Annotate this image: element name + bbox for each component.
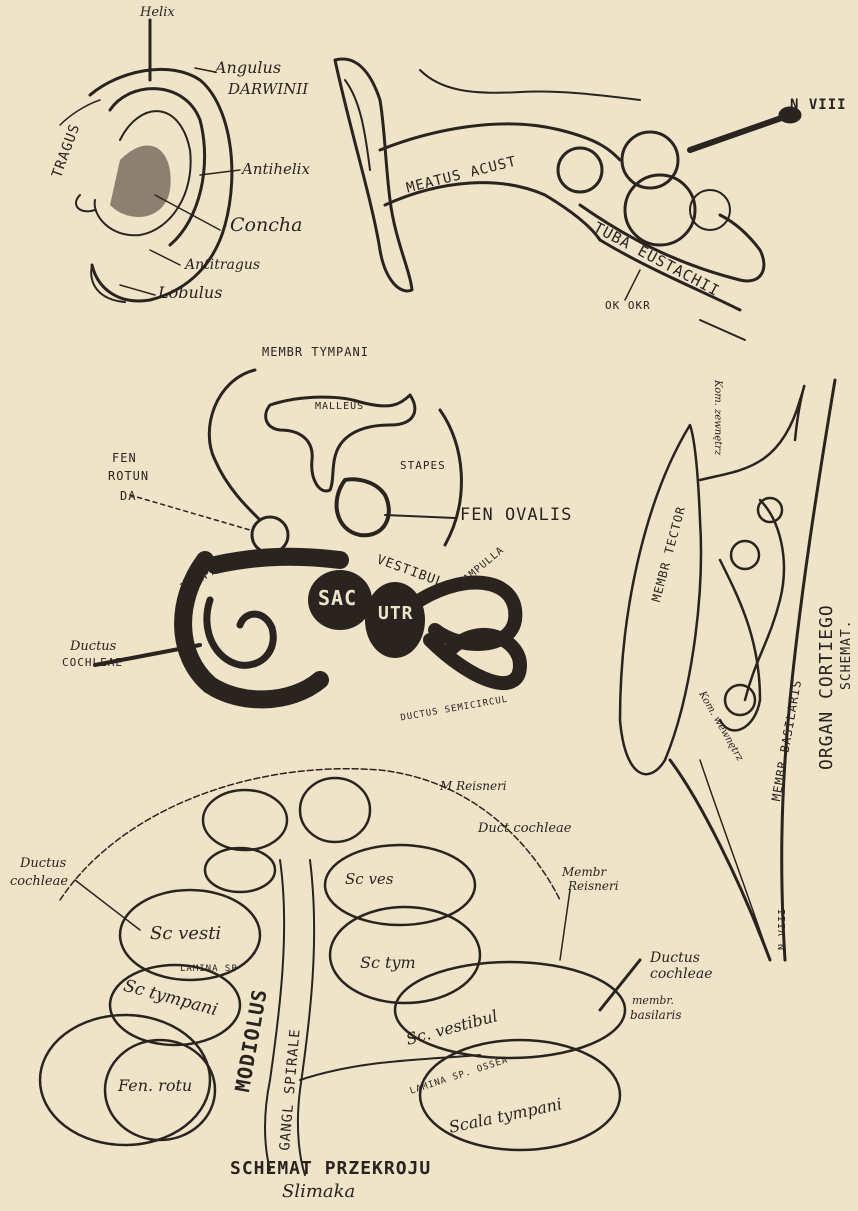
label-concha: Concha — [230, 216, 302, 236]
label-cochleae-left: cochleae — [10, 875, 68, 889]
label-helix: Helix — [140, 6, 175, 20]
label-membr-basilaris-1: membr. — [632, 995, 674, 1007]
label-ok-okr: OK OKR — [605, 300, 651, 312]
label-membr-tympani: MEMBR TYMPANI — [262, 346, 369, 359]
label-membr-reisneri-2: Reisneri — [568, 880, 619, 893]
label-rotun: ROTUN — [108, 470, 149, 483]
label-fen: FEN — [112, 452, 137, 465]
label-darwinii: DARWINII — [228, 82, 308, 98]
label-kom-zewn: Kom. zewnętrz — [712, 380, 723, 455]
label-nerve-viii: N VIII — [790, 98, 847, 113]
label-antihelix: Antihelix — [242, 162, 310, 178]
label-fen-rotu: Fen. rotu — [118, 1078, 192, 1095]
organ-corti-drawing — [620, 380, 835, 960]
label-fen-ovalis: FEN OVALIS — [460, 507, 572, 525]
label-sc-tym-mid: Sc tym — [360, 955, 416, 972]
inner-ear-drawing — [95, 370, 520, 699]
label-da: DA — [120, 490, 136, 503]
label-lobulus: Lobulus — [158, 285, 222, 302]
label-m-reisneri: M Reisneri — [440, 780, 507, 793]
label-malleus: MALLEUS — [315, 402, 364, 413]
label-angulus: Angulus — [215, 60, 281, 77]
label-sc-vesti-left: Sc vesti — [150, 925, 221, 944]
label-stapes: STAPES — [400, 460, 446, 472]
label-duct-cochleae-top: Duct cochleae — [478, 822, 572, 836]
label-ductus-1: Ductus — [70, 640, 116, 654]
label-organ-cortiego: ORGAN CORTIEGO — [818, 604, 837, 770]
caption-line2: Slimaka — [282, 1183, 355, 1202]
label-sc-ves-mid: Sc ves — [345, 872, 394, 888]
ear-section-drawing — [335, 59, 800, 340]
label-antitragus: Antitragus — [185, 258, 260, 273]
label-schemat: SCHEMAT. — [840, 619, 854, 690]
label-utr: UTR — [378, 605, 414, 624]
label-membr-reisneri-1: Membr — [562, 866, 606, 879]
label-membr-basilaris-2: basilaris — [630, 1009, 682, 1022]
caption-line1: SCHEMAT PRZEKROJU — [230, 1160, 431, 1179]
label-sac: SAC — [318, 588, 357, 609]
label-lamina-left: LAMINA SP — [180, 965, 238, 974]
label-ductus-left: Ductus — [20, 857, 66, 871]
label-cochleae-1: COCHLEAE — [62, 657, 123, 669]
label-cochleae-right: cochleae — [650, 967, 713, 982]
label-n-viii-corti: N.VIII — [778, 908, 789, 950]
label-ductus-right: Ductus — [650, 951, 700, 966]
